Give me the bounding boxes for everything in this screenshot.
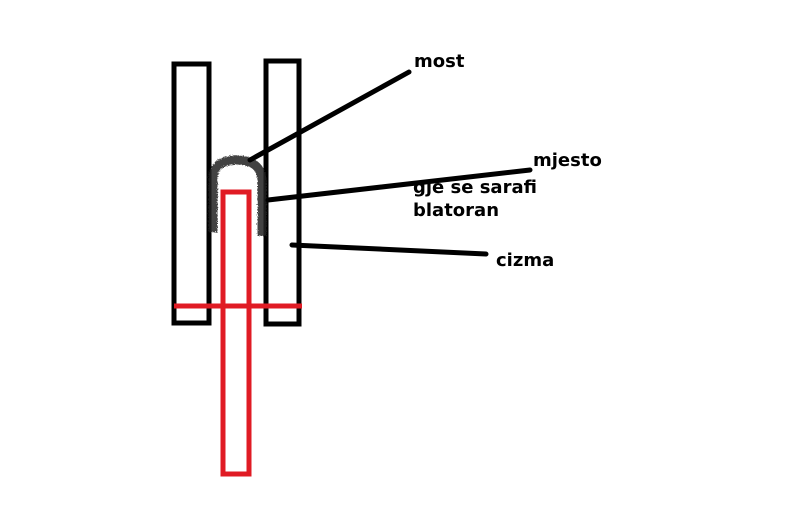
red-strap bbox=[220, 189, 252, 477]
label-mjesto-line2: gje se sarafi bbox=[413, 177, 537, 198]
label-mjesto-line3: blatoran bbox=[413, 200, 499, 221]
pointer-line-most bbox=[247, 69, 412, 163]
right-rail bbox=[263, 58, 302, 327]
bridge-arch bbox=[208, 155, 267, 236]
left-rail bbox=[171, 61, 212, 326]
label-most: most bbox=[414, 51, 465, 72]
label-mjesto-line1: mjesto bbox=[533, 150, 602, 171]
label-cizma: cizma bbox=[496, 250, 554, 271]
pointer-line-mjesto bbox=[265, 167, 533, 203]
pointer-line-cizma bbox=[289, 242, 489, 257]
